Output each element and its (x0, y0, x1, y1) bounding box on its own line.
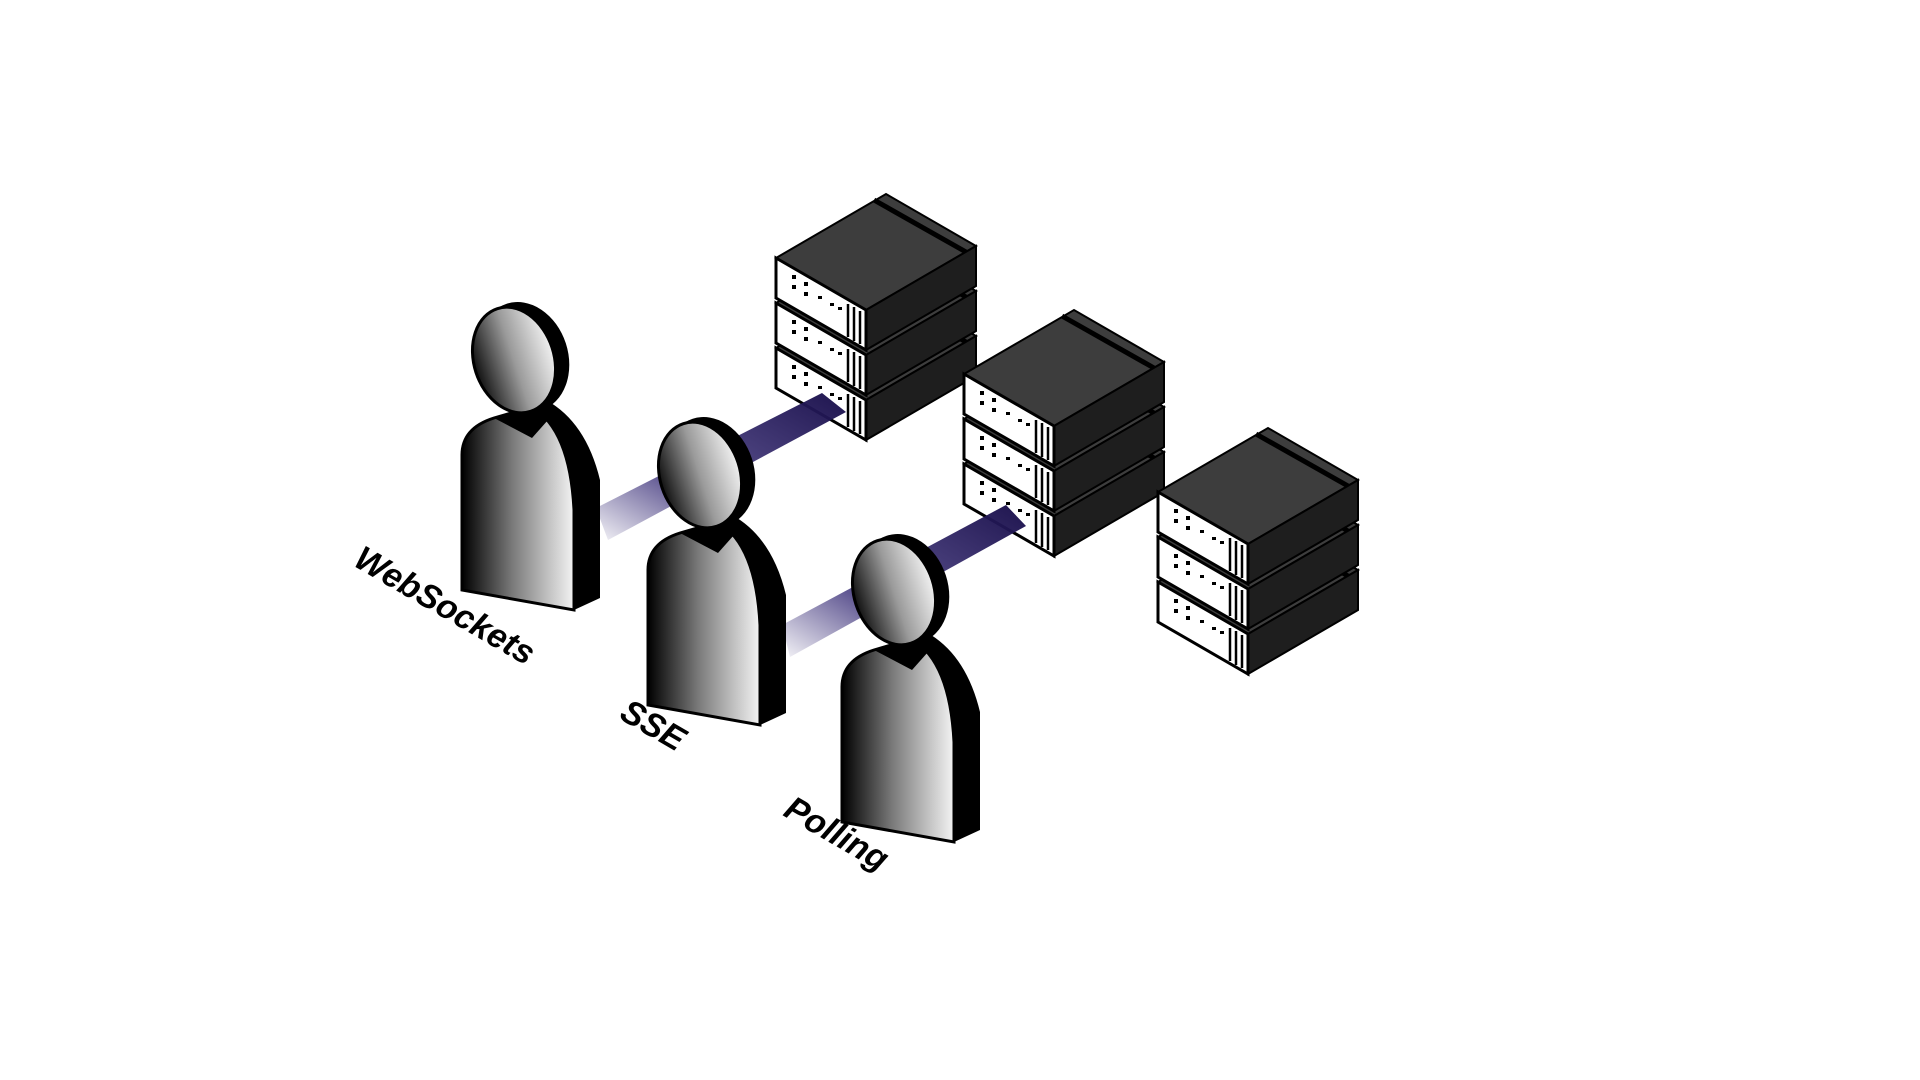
server-stack-3 (1158, 428, 1358, 674)
client-person-websockets (457, 288, 602, 612)
client-person-polling (837, 520, 982, 844)
